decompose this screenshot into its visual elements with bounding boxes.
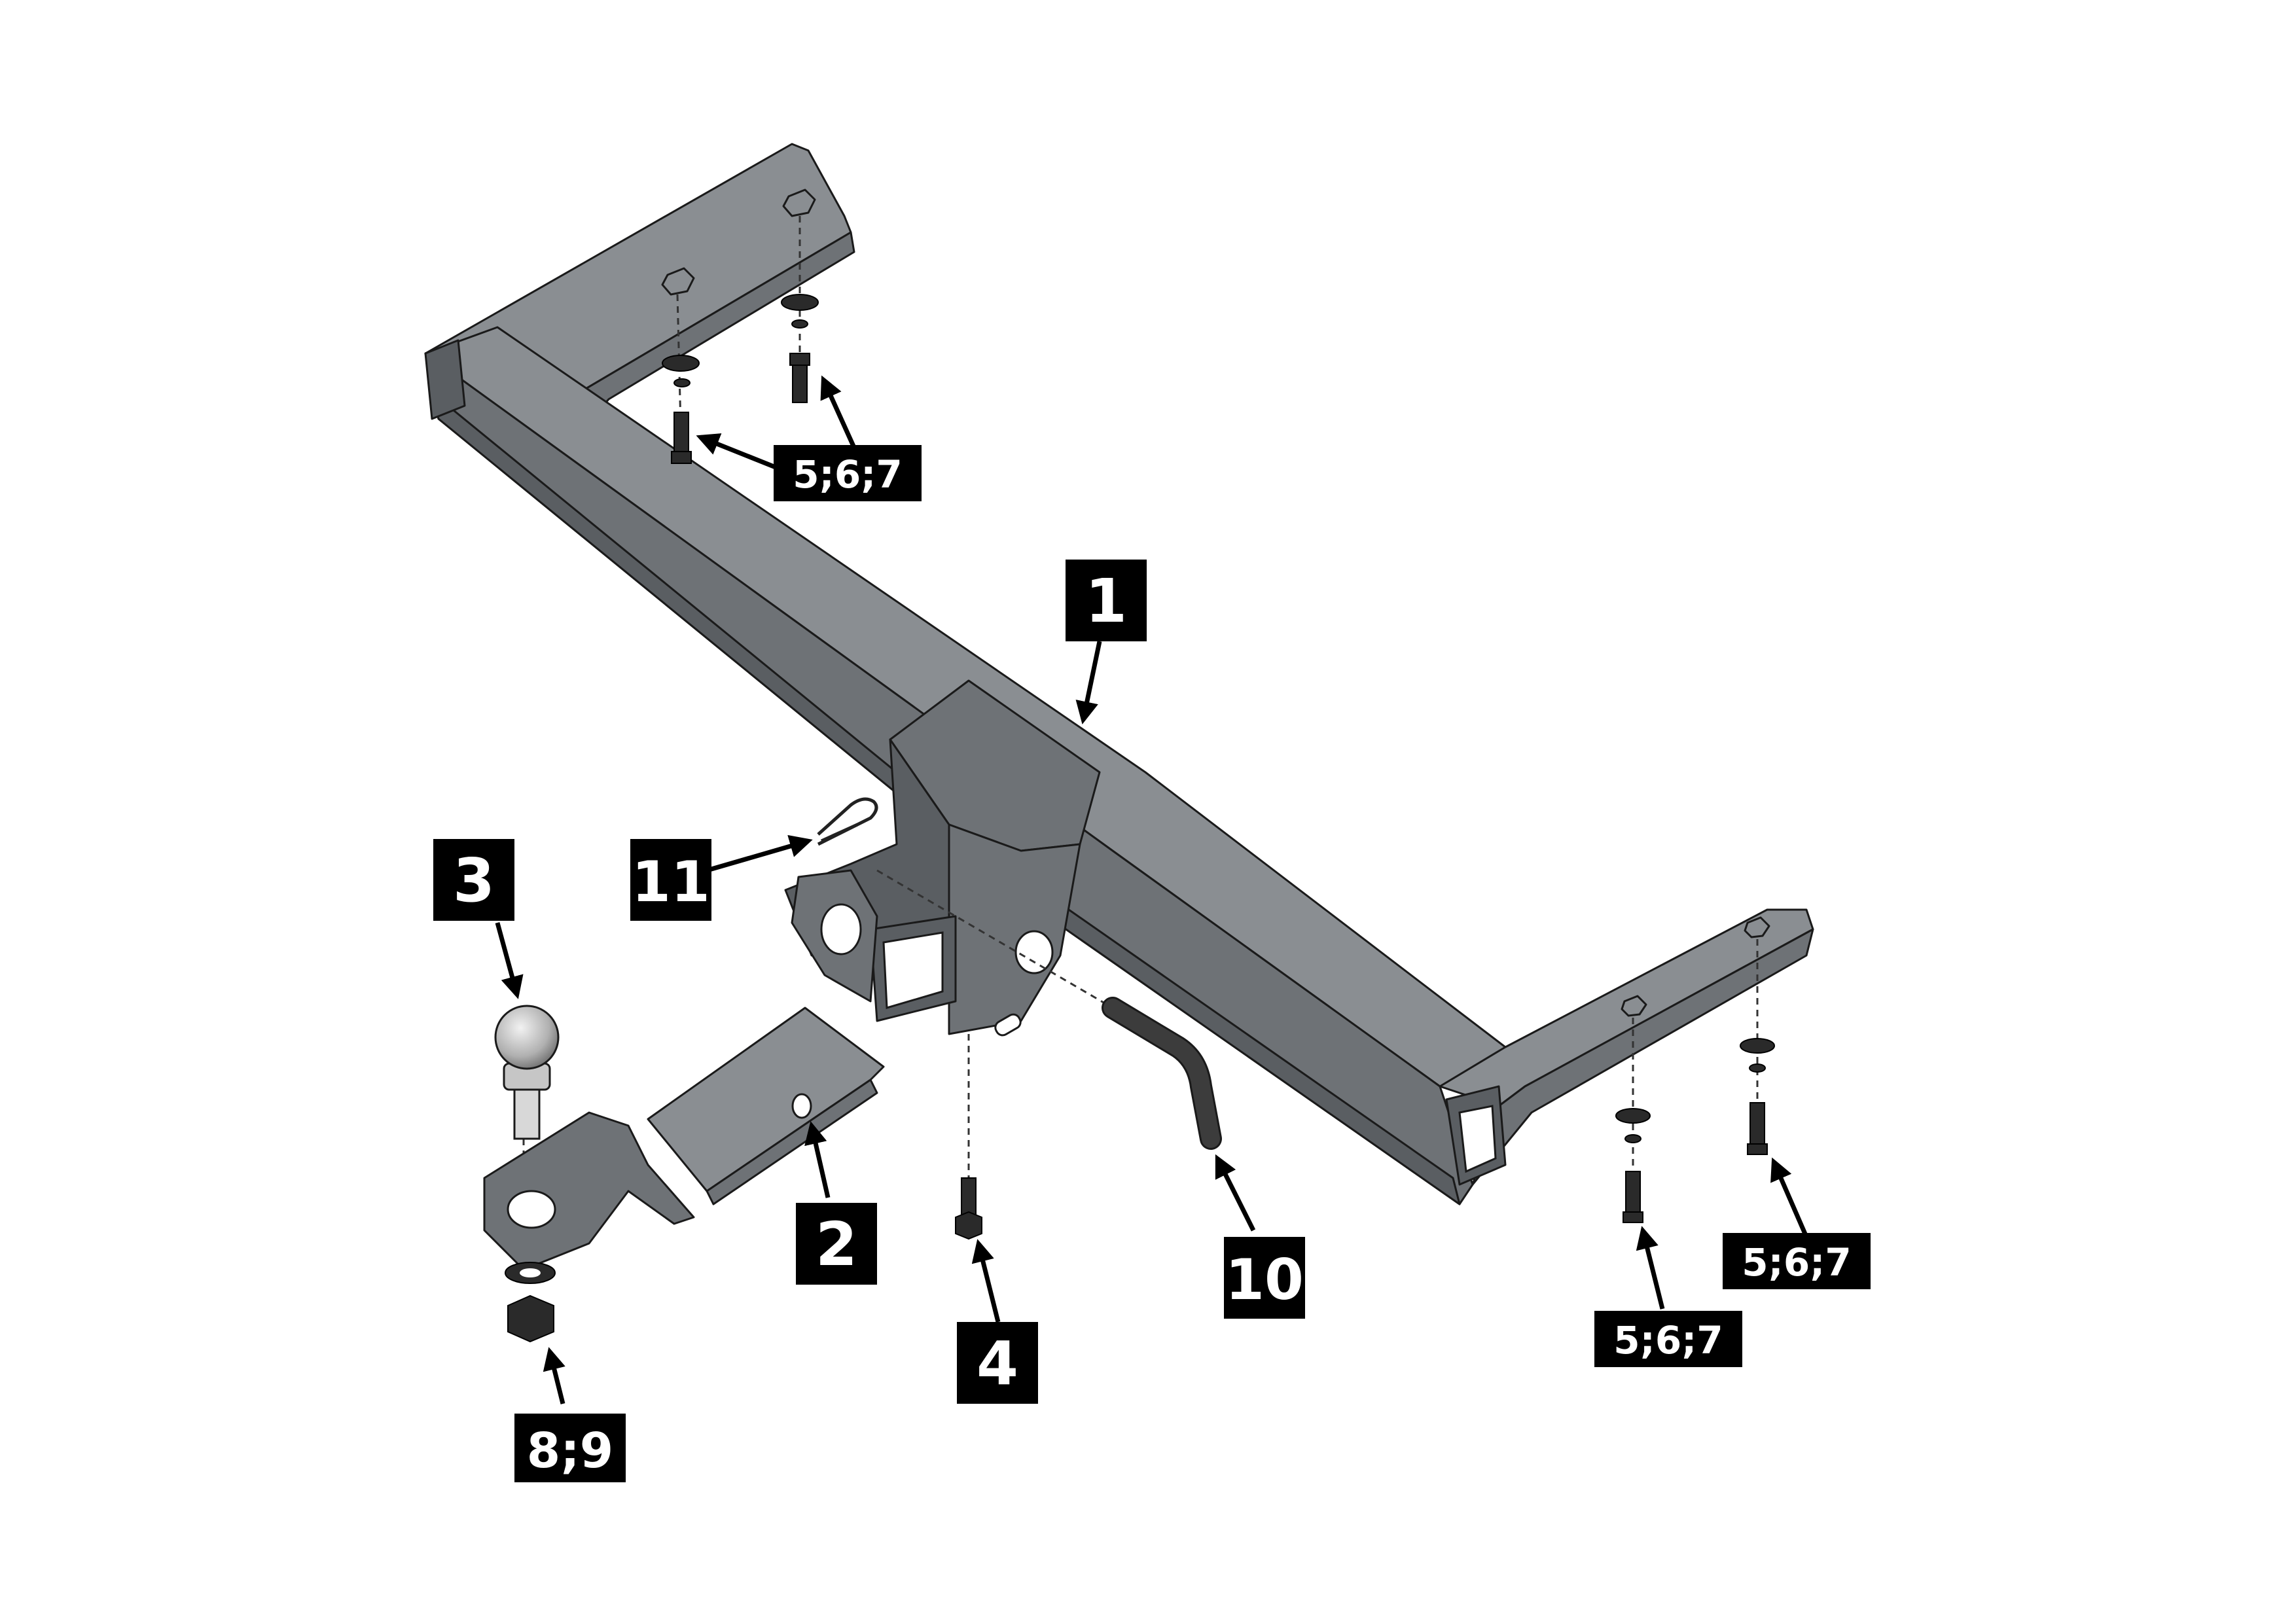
callout-5-6-7-right-lower: 5;6;7 <box>1594 1311 1742 1367</box>
svg-text:8;9: 8;9 <box>527 1423 614 1479</box>
svg-text:3: 3 <box>453 846 495 916</box>
mounting-bolts-right <box>1615 1038 1775 1223</box>
callout-4: 4 <box>957 1322 1038 1404</box>
callout-11: 11 <box>630 839 711 921</box>
leader-arrows <box>495 375 1809 1404</box>
callout-8-9: 8;9 <box>514 1414 626 1482</box>
callout-2: 2 <box>796 1203 877 1285</box>
svg-text:5;6;7: 5;6;7 <box>1742 1240 1851 1285</box>
svg-text:2: 2 <box>816 1209 857 1279</box>
receiver-bolt <box>955 1177 982 1240</box>
callout-5-6-7-top: 5;6;7 <box>774 445 922 501</box>
svg-text:5;6;7: 5;6;7 <box>1613 1318 1723 1363</box>
r-clip <box>817 797 878 846</box>
ball-nut-washer <box>505 1262 556 1343</box>
svg-text:1: 1 <box>1085 566 1127 636</box>
svg-text:5;6;7: 5;6;7 <box>793 452 902 497</box>
callout-5-6-7-right-upper: 5;6;7 <box>1723 1233 1871 1289</box>
svg-text:4: 4 <box>977 1329 1018 1399</box>
callout-10: 10 <box>1224 1237 1305 1319</box>
callout-3: 3 <box>433 839 514 921</box>
svg-text:10: 10 <box>1225 1247 1304 1313</box>
svg-text:11: 11 <box>632 849 710 915</box>
tow-ball <box>494 1005 560 1140</box>
crossbar-frame <box>424 143 1814 1205</box>
callout-1: 1 <box>1066 560 1147 641</box>
drawbar <box>483 1007 885 1271</box>
locking-pin <box>1102 997 1222 1150</box>
mounting-bolts-left <box>662 294 819 464</box>
